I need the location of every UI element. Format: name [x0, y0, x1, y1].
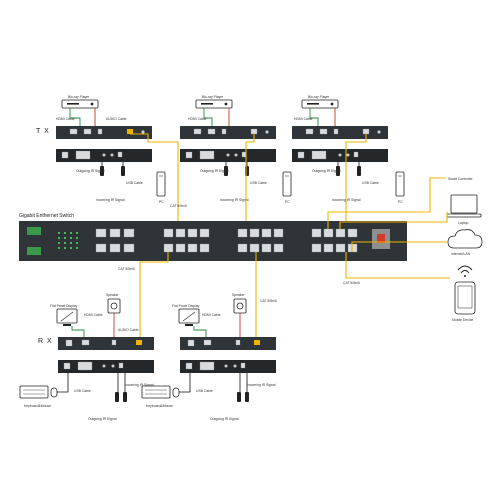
- ir-receiver-icon: [100, 166, 104, 176]
- hdmi-cable-label-2: HDMI Cable: [188, 117, 207, 121]
- laptop-icon: [446, 194, 482, 218]
- tx-heading: T X: [36, 128, 50, 135]
- ir-receiver-icon: [245, 392, 249, 402]
- bluray-label-2: Blu-ray Player: [202, 95, 224, 99]
- rx-rear-panel-2: [180, 360, 276, 373]
- hdmi-cable-label-rx1: HDMI Cable: [84, 313, 103, 317]
- speaker-label-1: Speaker: [106, 293, 119, 297]
- pc-tower-icon: [395, 171, 405, 197]
- wifi-icon: [457, 265, 473, 277]
- mobile-phone-icon: [454, 281, 476, 315]
- gigabit-switch: [19, 221, 407, 261]
- rx-front-panel-2: [180, 337, 276, 350]
- rx-unit-2: Flat Panel Display Speaker HDMI Cable: [141, 293, 276, 421]
- tx-unit-3: Blu-ray Player HDMI Cable PC Outgoing IR…: [292, 95, 405, 204]
- cat-label-rx1: CAT 5/5e/6: [118, 267, 135, 271]
- rx-heading: R X: [38, 338, 53, 345]
- usb-plug-icon: [121, 166, 125, 176]
- rx-unit-1: Flat Panel Display Speaker HDMI Cable AU…: [19, 293, 154, 421]
- outgoing-ir-label-rx1: Outgoing IR Signal: [88, 417, 117, 421]
- outgoing-ir-label-3: Outgoing IR Signal: [312, 169, 341, 173]
- incoming-ir-label-1: Incoming IR Signal: [96, 198, 125, 202]
- bluray-player-icon: [61, 99, 99, 109]
- bluray-player-icon: [301, 99, 339, 109]
- keyboard-mouse-icon: [19, 385, 58, 399]
- ir-receiver-icon: [336, 166, 340, 176]
- cloud-icon: [447, 229, 483, 249]
- flat-panel-label-1: Flat Panel Display: [50, 304, 78, 308]
- pc-tower-icon: [156, 171, 166, 197]
- internet-label: Internet/LAN: [451, 252, 471, 256]
- cat-label-rx2: CAT 5/5e/6: [260, 299, 277, 303]
- bluray-label-3: Blu-ray Player: [308, 95, 330, 99]
- usb-cable-label-1: USB Cable: [126, 181, 143, 185]
- speaker-label-2: Speaker: [232, 293, 245, 297]
- speaker-icon: [107, 298, 121, 314]
- usb-cable-label-rx2: USB Cable: [196, 389, 213, 393]
- pc-tower-icon: [282, 171, 292, 197]
- flat-panel-display-icon: [56, 308, 78, 326]
- flat-panel-display-icon: [178, 308, 200, 326]
- outgoing-ir-label-2: Outgoing IR Signal: [200, 169, 229, 173]
- usb-cable-label-3: USB Cable: [362, 181, 379, 185]
- outgoing-ir-label-1: Outgoing IR Signal: [76, 169, 105, 173]
- usb-cable-label-2: USB Cable: [250, 181, 267, 185]
- flat-panel-label-2: Flat Panel Display: [172, 304, 200, 308]
- incoming-ir-label-rx2: Incoming IR Signal: [247, 383, 276, 387]
- bluray-label-1: Blu-ray Player: [68, 95, 90, 99]
- pc-label-1: PC: [159, 200, 164, 204]
- tx-unit-2: Blu-ray Player HDMI Cable PC Outgoing IR…: [180, 95, 292, 204]
- audio-cable-label-1: AUDIO Cable: [106, 117, 127, 121]
- switch-label: Gigabit Enthernet Switch: [19, 213, 74, 219]
- usb-plug-icon: [357, 166, 361, 176]
- outgoing-ir-label-rx2: Outgoing IR Signal: [210, 417, 239, 421]
- pc-label-2: PC: [285, 200, 290, 204]
- keyboard-mouse-icon: [141, 385, 180, 399]
- keyboard-label-1: Keyboard&Mouse: [24, 404, 51, 408]
- pc-label-3: PC: [398, 200, 403, 204]
- laptop-label: Laptop: [458, 221, 468, 225]
- hdmi-cable-label-1: HDMI Cable: [56, 117, 75, 121]
- rx-rear-panel-1: [58, 360, 154, 373]
- mobile-label: Mobile Device: [452, 318, 473, 322]
- hdmi-cable-label-rx2: HDMI Cable: [202, 313, 221, 317]
- tx-unit-1: Blu-ray Player HDMI Cable AUDIO Cable PC: [56, 95, 166, 204]
- hdmi-cable-label-3: HDMI Cable: [294, 117, 313, 121]
- ir-receiver-icon: [123, 392, 127, 402]
- speaker-icon: [233, 298, 247, 314]
- ir-receiver-icon: [224, 166, 228, 176]
- incoming-ir-label-2: Incoming IR Signal: [220, 198, 249, 202]
- ir-emitter-icon: [237, 392, 241, 402]
- smart-controller-label: Smart Controller: [448, 177, 474, 181]
- usb-cable-label-rx1: USB Cable: [74, 389, 91, 393]
- keyboard-label-2: Keyboard&Mouse: [146, 404, 173, 408]
- cat-label-right: CAT 5/5e/6: [343, 281, 360, 285]
- audio-cable-label-rx1: AUDIO Cable: [118, 328, 139, 332]
- incoming-ir-label-rx1: Incoming IR Signal: [125, 383, 154, 387]
- cat-label-tx: CAT 5/5e/6: [170, 204, 187, 208]
- ir-emitter-icon: [115, 392, 119, 402]
- bluray-player-icon: [195, 99, 233, 109]
